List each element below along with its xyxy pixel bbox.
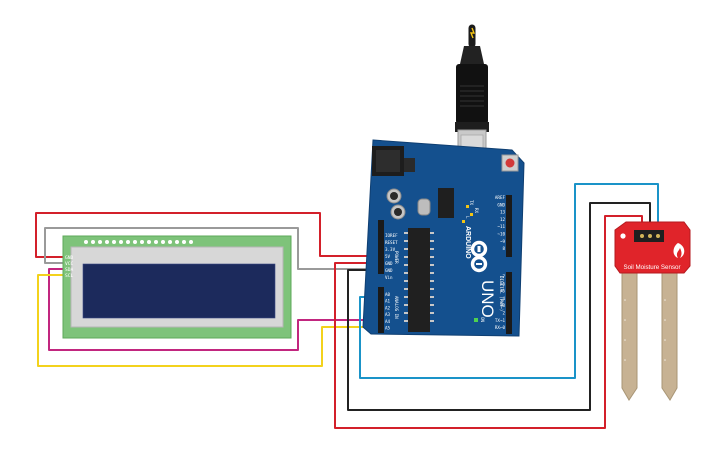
- arduino-logo: [470, 240, 488, 273]
- lcd-header-hole: [147, 240, 151, 244]
- arduino-uno: ARDUINO UNO ON TX RX L POWER ANALOG IN D…: [362, 139, 525, 337]
- lcd-pin-label: VCC: [65, 261, 74, 267]
- usb-cable: [455, 24, 489, 161]
- tx-label: TX: [469, 200, 474, 206]
- power-pin-label: RESET: [385, 240, 398, 245]
- digital-pin-label: ~11: [497, 224, 505, 229]
- lcd-header-hole: [161, 240, 165, 244]
- analog-pin-label: A4: [385, 319, 391, 324]
- digital-pin-label: TX→1: [495, 318, 506, 323]
- analog-label: ANALOG IN: [394, 296, 399, 319]
- wire-lcd-gnd: [35, 212, 373, 258]
- power-pin-label: Vin: [385, 275, 393, 280]
- digital-bottom-labels: 7 ~6 ~5 4 ~3 2TX→1RX←0: [495, 274, 506, 330]
- digital-top-labels: AREF GND 13 12 ~11 ~10 ~9 8: [495, 195, 506, 251]
- wires: [35, 183, 659, 429]
- wire-lcd-vcc: [44, 227, 373, 270]
- lcd-pin-label: GND: [65, 255, 74, 261]
- lcd-header-hole: [189, 240, 193, 244]
- power-pin-labels: IOREF RESET 3.3V 5V GND GND Vin: [385, 233, 398, 280]
- lcd-pin-label: SDA: [65, 267, 74, 273]
- power-pin-label: GND: [385, 268, 393, 273]
- digital-pin-label: ~6: [500, 281, 506, 286]
- atmega-chip: [408, 228, 430, 332]
- model-label: UNO: [478, 280, 497, 318]
- lcd-header-hole: [98, 240, 102, 244]
- wire-sensor-gnd: [347, 202, 651, 411]
- digital-pin-label: 2: [502, 311, 505, 316]
- power-label: POWER: [394, 251, 399, 264]
- digital-pin-label: ~5: [500, 289, 506, 294]
- lcd-header-hole: [126, 240, 130, 244]
- digital-pin-label: GND: [497, 202, 505, 207]
- digital-label: DIGITAL (PWM~): [499, 276, 504, 311]
- sensor-label: Soil Moisture Sensor: [623, 264, 680, 271]
- digital-pin-label: 4: [502, 296, 505, 301]
- wire-sensor-vcc: [334, 215, 643, 429]
- power-pin-label: 5V: [385, 254, 391, 259]
- lcd-header-hole: [112, 240, 116, 244]
- digital-pin-label: 8: [502, 246, 505, 251]
- power-pin-label: GND: [385, 261, 393, 266]
- sensor-pcb: [614, 221, 691, 274]
- sparkfun-flame-icon: [673, 243, 685, 258]
- digital-pin-label: ~9: [500, 239, 506, 244]
- analog-pin-label: A1: [385, 299, 391, 304]
- wire-lcd-scl: [37, 274, 379, 367]
- power-pin-label: IOREF: [385, 233, 398, 238]
- lcd-header-hole: [168, 240, 172, 244]
- digital-pin-label: 13: [500, 210, 506, 215]
- lcd-header-hole: [175, 240, 179, 244]
- digital-pin-label: 7: [502, 274, 505, 279]
- lcd-header-hole: [140, 240, 144, 244]
- analog-pin-label: A0: [385, 292, 391, 297]
- wire-lcd-sda: [48, 268, 379, 351]
- analog-pin-label: A5: [385, 326, 391, 331]
- lcd-header-hole: [119, 240, 123, 244]
- wire-sensor-signal: [359, 183, 659, 379]
- power-pin-label: 3.3V: [385, 247, 396, 252]
- lcd-pin-label: SCL: [65, 273, 74, 279]
- lcd-header-holes: [84, 240, 193, 244]
- lcd-screen: [83, 264, 275, 318]
- soil-moisture-sensor: Soil Moisture Sensor: [614, 221, 691, 401]
- lcd-header-hole: [182, 240, 186, 244]
- lcd-header-hole: [91, 240, 95, 244]
- rx-label: RX: [474, 208, 479, 214]
- lcd-header-hole: [154, 240, 158, 244]
- on-label: ON: [480, 317, 485, 323]
- digital-pin-label: AREF: [495, 195, 506, 200]
- digital-pin-label: RX←0: [495, 325, 506, 330]
- l-label: L: [465, 216, 470, 219]
- brand-label: ARDUINO: [464, 226, 471, 259]
- sensor-probe-right: [661, 269, 678, 401]
- lcd-header-hole: [133, 240, 137, 244]
- digital-pin-label: ~3: [500, 303, 506, 308]
- analog-pin-label: A2: [385, 305, 391, 310]
- analog-pin-label: A3: [385, 312, 391, 317]
- digital-pin-label: 12: [500, 217, 506, 222]
- sensor-probe-left: [621, 269, 638, 401]
- arduino-board: [362, 139, 525, 337]
- lcd-header-hole: [84, 240, 88, 244]
- lcd-header-hole: [105, 240, 109, 244]
- digital-pin-label: ~10: [497, 232, 505, 237]
